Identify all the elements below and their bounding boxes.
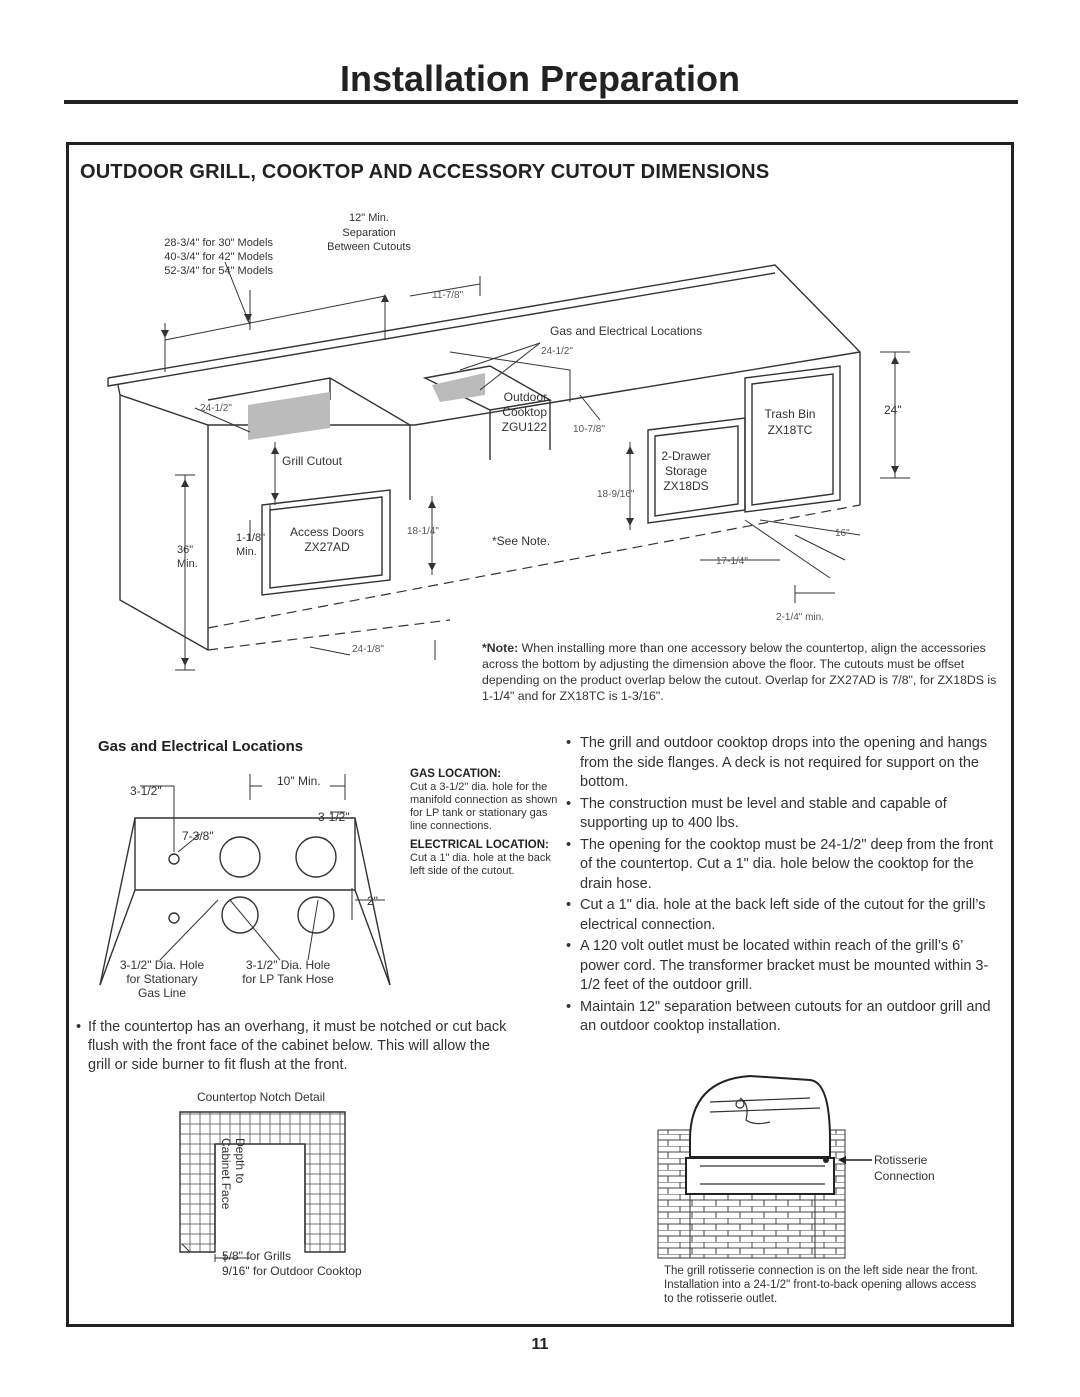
gas-electrical-label: Gas and Electrical Locations bbox=[550, 324, 702, 338]
gas-electrical-diagram: 3-1/2" 10" Min. 3-1/2" 7-3/8" 2" 3-1/2" … bbox=[99, 774, 391, 1000]
dim-3-1-2-right: 3-1/2" bbox=[318, 810, 350, 824]
notch-grills: 5/8" for Grills bbox=[222, 1249, 291, 1263]
model-width-30: 28-3/4" for 30" Models bbox=[164, 237, 273, 249]
dim-10-7-8: 10-7/8" bbox=[573, 424, 605, 435]
content-frame bbox=[66, 142, 1014, 1327]
dim-1-1-8: 1-1/8" bbox=[236, 532, 265, 544]
trash-bin-label-1: Trash Bin bbox=[765, 407, 816, 421]
requirements-list: The grill and outdoor cooktop drops into… bbox=[566, 734, 996, 1039]
dim-36: 36" bbox=[177, 544, 193, 556]
electrical-location-text: Cut a 1" dia. hole at the back left side… bbox=[410, 852, 551, 877]
installation-note: *Note: When installing more than one acc… bbox=[482, 640, 1002, 704]
lp-hole-2: for LP Tank Hose bbox=[242, 972, 334, 986]
access-doors-label-2: ZX27AD bbox=[304, 540, 350, 554]
grill-cutout-label: Grill Cutout bbox=[282, 454, 343, 468]
section-heading: OUTDOOR GRILL, COOKTOP AND ACCESSORY CUT… bbox=[80, 161, 770, 183]
dim-24: 24" bbox=[884, 403, 902, 417]
note-prefix: *Note: bbox=[482, 641, 519, 655]
min-separation-line-2: Separation bbox=[342, 227, 395, 239]
dim-24-1-2-grill: 24-1/2" bbox=[200, 403, 232, 414]
dim-2-1-4: 2-1/4" min. bbox=[776, 612, 824, 623]
page-title: Installation Preparation bbox=[339, 58, 741, 99]
access-doors-label-1: Access Doors bbox=[290, 525, 364, 539]
dim-24-1-2-cooktop: 24-1/2" bbox=[541, 346, 573, 357]
lp-hole-1: 3-1/2" Dia. Hole bbox=[246, 958, 331, 972]
rotisserie-caption: The grill rotisserie connection is on th… bbox=[664, 1265, 978, 1305]
list-item: Cut a 1" dia. hole at the back left side… bbox=[566, 896, 996, 935]
dim-7-3-8: 7-3/8" bbox=[182, 829, 214, 843]
rotisserie-diagram: Rotisserie Connection bbox=[657, 1074, 935, 1259]
model-width-54: 52-3/4" for 54" Models bbox=[164, 265, 273, 277]
list-item: The construction must be level and stabl… bbox=[566, 795, 996, 834]
cooktop-label-1: Outdoor bbox=[504, 390, 547, 404]
notch-cooktop: 9/16" for Outdoor Cooktop bbox=[222, 1264, 362, 1278]
dim-24-1-8: 24-1/8" bbox=[352, 644, 384, 655]
note-body: When installing more than one accessory … bbox=[482, 641, 997, 703]
gas-location-heading: GAS LOCATION: bbox=[410, 768, 502, 780]
depth-label-2: Cabinet Face bbox=[219, 1138, 233, 1210]
trash-bin-label-2: ZX18TC bbox=[768, 423, 813, 437]
list-item: The grill and outdoor cooktop drops into… bbox=[566, 734, 996, 793]
countertop-notch-diagram: Countertop Notch Detail Depth to Cabinet… bbox=[179, 1090, 362, 1278]
rotisserie-label-1: Rotisserie bbox=[874, 1153, 928, 1167]
stationary-hole-2: for Stationary bbox=[126, 972, 197, 986]
list-item: The opening for the cooktop must be 24-1… bbox=[566, 836, 996, 895]
drawer-label-1: 2-Drawer bbox=[661, 449, 710, 463]
electrical-location-heading: ELECTRICAL LOCATION: bbox=[410, 839, 549, 851]
dim-10-min: 10" Min. bbox=[277, 774, 321, 788]
list-item: A 120 volt outlet must be located within… bbox=[566, 937, 996, 996]
title-rule bbox=[64, 100, 1018, 104]
model-width-42: 40-3/4" for 42" Models bbox=[164, 251, 273, 263]
dim-1-1-8-min: Min. bbox=[236, 546, 257, 558]
drawer-label-3: ZX18DS bbox=[663, 479, 708, 493]
notch-detail-title: Countertop Notch Detail bbox=[197, 1090, 325, 1104]
stationary-hole-3: Gas Line bbox=[138, 986, 186, 1000]
dim-3-1-2-left: 3-1/2" bbox=[130, 784, 162, 798]
dim-36-min: Min. bbox=[177, 558, 198, 570]
cutout-dimensions-diagram: 12" Min. Separation Between Cutouts 28-3… bbox=[107, 212, 910, 671]
gas-electrical-heading: Gas and Electrical Locations bbox=[98, 738, 304, 755]
dim-11-7-8: 11-7/8" bbox=[432, 290, 464, 301]
dim-2: 2" bbox=[367, 894, 378, 908]
min-separation-line-3: Between Cutouts bbox=[327, 241, 411, 253]
overhang-instruction: If the countertop has an overhang, it mu… bbox=[76, 1018, 516, 1075]
rotisserie-label-2: Connection bbox=[874, 1169, 935, 1183]
stationary-hole-1: 3-1/2" Dia. Hole bbox=[120, 958, 205, 972]
see-note-label: *See Note. bbox=[492, 534, 550, 548]
cooktop-label-2: Cooktop bbox=[502, 405, 547, 419]
gas-electrical-notes: GAS LOCATION: Cut a 3-1/2" dia. hole for… bbox=[410, 768, 560, 878]
dim-17-1-4: 17-1/4" bbox=[716, 556, 748, 567]
drawer-label-2: Storage bbox=[665, 464, 707, 478]
dim-18-1-4: 18-1/4" bbox=[407, 526, 439, 537]
gas-location-text: Cut a 3-1/2" dia. hole for the manifold … bbox=[410, 781, 558, 832]
min-separation-line-1: 12" Min. bbox=[349, 212, 389, 224]
depth-label-1: Depth to bbox=[233, 1138, 247, 1184]
cooktop-label-3: ZGU122 bbox=[502, 420, 548, 434]
list-item: Maintain 12" separation between cutouts … bbox=[566, 998, 996, 1037]
dim-18-9-16: 18-9/16" bbox=[597, 489, 635, 500]
dim-16: 16" bbox=[835, 528, 850, 539]
page-number: 11 bbox=[531, 1336, 549, 1353]
